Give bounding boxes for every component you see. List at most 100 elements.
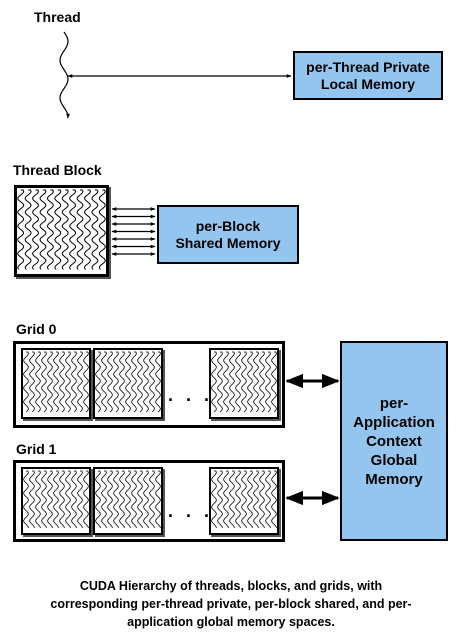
- thread-wave: [125, 351, 131, 413]
- thread-wave: [235, 351, 241, 413]
- grid-1-ellipsis: . . .: [168, 501, 214, 521]
- global-memory-box: per- Application Context Global Memory: [340, 341, 448, 541]
- thread-wave: [29, 470, 35, 529]
- thread-wave: [29, 351, 35, 413]
- thread-wave: [77, 351, 83, 413]
- thread-local-memory-label: per-Thread Private Local Memory: [306, 58, 430, 92]
- thread-wave: [41, 470, 47, 529]
- thread-wave: [119, 470, 125, 529]
- thread-wave: [149, 351, 155, 413]
- thread-wave: [271, 351, 277, 413]
- thread-wave: [155, 351, 161, 413]
- thread-local-memory-box: per-Thread Private Local Memory: [293, 51, 443, 100]
- grid-1: . . .: [13, 460, 285, 542]
- thread-wave: [95, 351, 101, 413]
- thread-wave: [211, 470, 217, 529]
- thread-wave: [113, 351, 119, 413]
- thread-wave: [53, 470, 59, 529]
- thread-wave: [61, 189, 69, 270]
- thread-wave: [235, 470, 241, 529]
- thread-wave: [265, 470, 271, 529]
- thread-wave: [53, 351, 59, 413]
- grid-0-block-n: [209, 348, 279, 419]
- thread-wave: [46, 189, 54, 270]
- thread-wave: [253, 470, 259, 529]
- grid-0-label: Grid 0: [16, 321, 57, 337]
- thread-wave: [241, 351, 247, 413]
- thread-wave: [229, 470, 235, 529]
- thread-wave: [83, 351, 89, 413]
- thread-wave: [65, 351, 71, 413]
- thread-wave: [137, 351, 143, 413]
- thread-wave: [241, 470, 247, 529]
- thread-wave: [259, 470, 265, 529]
- thread-wave: [95, 470, 101, 529]
- thread-wave: [47, 470, 53, 529]
- thread-wave: [71, 470, 77, 529]
- thread-wave: [253, 351, 259, 413]
- grid-0-ellipsis: . . .: [168, 385, 214, 405]
- thread-wave: [265, 351, 271, 413]
- thread-wave: [247, 470, 253, 529]
- thread-wave: [41, 351, 47, 413]
- thread-wave: [83, 189, 92, 270]
- thread-wave: [101, 470, 107, 529]
- thread-wave: [35, 470, 41, 529]
- thread-wave: [71, 351, 77, 413]
- thread-wave: [223, 351, 229, 413]
- thread-wave: [143, 470, 149, 529]
- thread-wave: [271, 470, 277, 529]
- thread-wave: [24, 189, 32, 270]
- thread-wave: [83, 470, 89, 529]
- thread-wave: [23, 351, 29, 413]
- thread-wave: [211, 351, 217, 413]
- thread-block: [14, 185, 109, 277]
- thread-wave: [131, 470, 137, 529]
- thread-wave: [259, 351, 265, 413]
- thread-wave: [107, 470, 113, 529]
- thread-wave: [39, 189, 47, 270]
- thread-wave: [119, 351, 125, 413]
- thread-wave: [113, 470, 119, 529]
- thread-wave: [77, 470, 83, 529]
- thread-wave: [143, 351, 149, 413]
- grid-1-block-1: [21, 467, 91, 535]
- grid-1-label: Grid 1: [16, 441, 57, 457]
- thread-wave: [217, 470, 223, 529]
- thread-wave: [149, 470, 155, 529]
- thread-wave: [98, 189, 106, 270]
- grid-0-block-2: [93, 348, 163, 419]
- grid-1-block-2: [93, 467, 163, 535]
- thread-wave: [155, 470, 161, 529]
- block-memory-arrows: [111, 207, 156, 256]
- thread-wave: [107, 351, 113, 413]
- thread-wave: [47, 351, 53, 413]
- thread-wave: [217, 351, 223, 413]
- thread-wave: [54, 189, 62, 270]
- thread-wave: [59, 470, 65, 529]
- thread-wave: [91, 189, 99, 270]
- thread-wave: [137, 470, 143, 529]
- thread-wave: [131, 351, 137, 413]
- thread-wave: [31, 189, 40, 270]
- thread-wave: [247, 351, 253, 413]
- thread-wave: [223, 470, 229, 529]
- thread-wave: [59, 351, 65, 413]
- thread-wave: [65, 470, 71, 529]
- figure-caption: CUDA Hierarchy of threads, blocks, and g…: [50, 579, 412, 629]
- thread-wave: [125, 470, 131, 529]
- thread-label: Thread: [34, 9, 81, 25]
- thread-wave: [229, 351, 235, 413]
- thread-wave: [23, 470, 29, 529]
- grid-1-block-n: [209, 467, 279, 535]
- global-memory-label: per- Application Context Global Memory: [353, 394, 435, 488]
- thread-wave: [17, 189, 25, 270]
- thread-wave: [101, 351, 107, 413]
- thread-block-warps: [17, 189, 106, 270]
- grid-0: . . .: [13, 341, 285, 428]
- block-shared-memory-box: per-Block Shared Memory: [157, 205, 299, 264]
- thread-wave: [69, 189, 77, 270]
- block-shared-memory-label: per-Block Shared Memory: [175, 217, 281, 251]
- thread-wave: [76, 189, 84, 270]
